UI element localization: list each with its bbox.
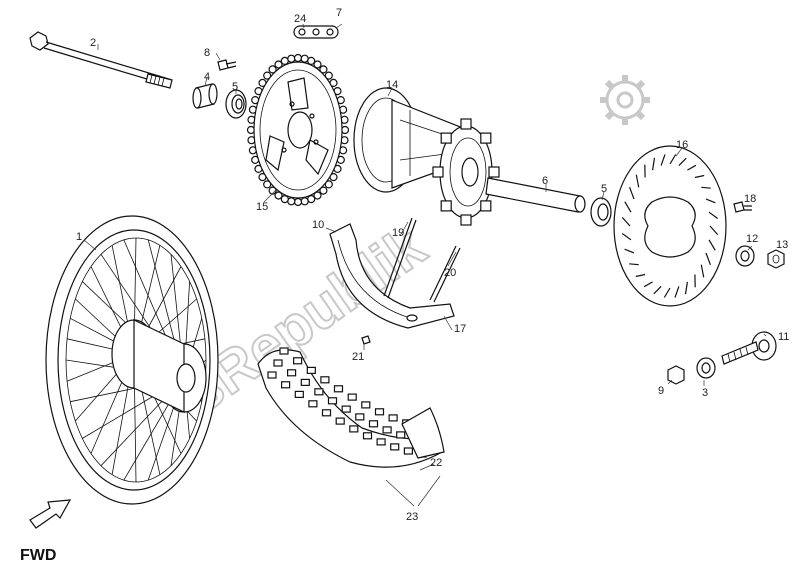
part-spacer [192,83,218,109]
part-bearing-right [590,197,612,227]
part-washer [735,245,755,267]
callout-7: 7 [336,7,342,19]
part-bearing-left [225,89,247,119]
callout-24: 24 [294,13,306,25]
callout-20: 20 [444,267,456,279]
part-washer-3 [696,357,716,379]
callout-19: 19 [392,227,404,239]
part-chain-guide [329,223,455,329]
callout-4: 4 [204,71,210,83]
part-chain-link [293,25,339,39]
part-tyre [257,347,445,468]
callout-23: 23 [406,511,418,523]
callout-14: 14 [386,79,398,91]
part-pin-20 [429,245,461,303]
part-wheel [45,215,219,505]
leader-lines [83,23,767,507]
callout-8: 8 [204,47,210,59]
part-pin-19 [383,217,417,299]
callout-6: 6 [542,175,548,187]
part-nut-9 [667,365,685,385]
callout-21: 21 [352,351,364,363]
callouts: 1 2 3 4 5 5 6 7 8 9 10 11 12 13 14 15 16… [76,7,789,523]
gear-icon [600,75,650,125]
callout-15: 15 [256,201,268,213]
part-nut [767,249,785,269]
callout-13: 13 [776,239,788,251]
part-screw [361,335,371,345]
callout-10: 10 [312,219,324,231]
callout-5b: 5 [601,183,607,195]
callout-22: 22 [430,457,442,469]
part-spacer-tube [485,177,586,213]
part-chain-adjuster [721,331,777,365]
part-rear-hub [353,87,500,226]
callout-2: 2 [90,37,96,49]
arrow-icon [29,499,72,529]
callout-5a: 5 [232,81,238,93]
callout-16: 16 [676,139,688,151]
callout-9: 9 [658,385,664,397]
part-brake-disc [613,145,727,307]
callout-1: 1 [76,231,82,243]
callout-11: 11 [778,331,789,343]
callout-17: 17 [454,323,466,335]
callout-3: 3 [702,387,708,399]
part-sprocket [246,53,350,207]
part-axle [29,31,173,89]
callout-12: 12 [746,233,758,245]
callout-18: 18 [744,193,756,205]
direction-label: FWD [20,547,56,564]
part-bolt-small [217,59,237,71]
